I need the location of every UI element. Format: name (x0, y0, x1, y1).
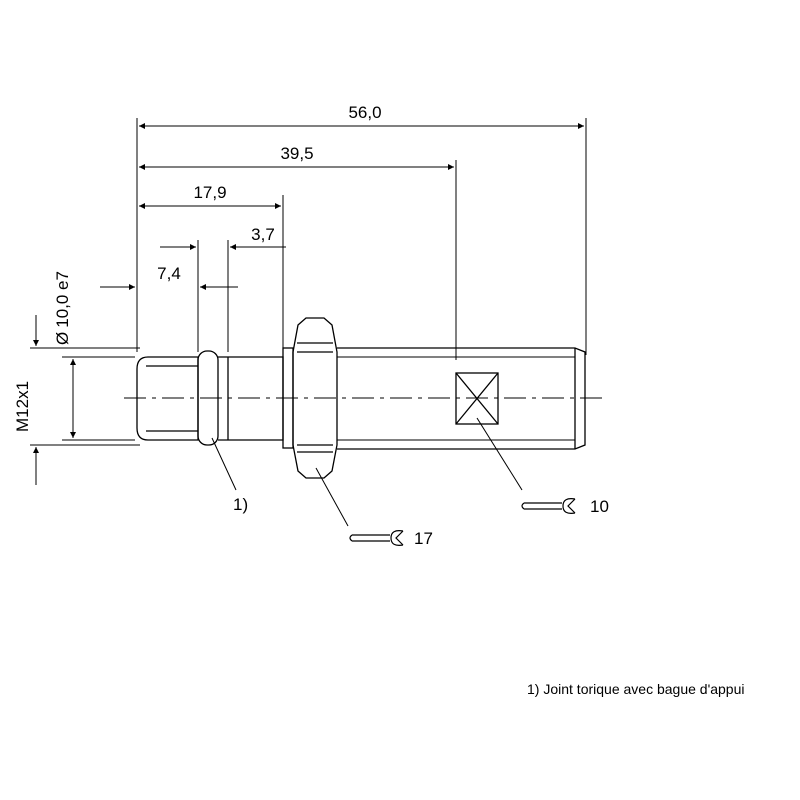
thread-label: M12x1 (13, 381, 32, 432)
sensor-body (136, 317, 586, 479)
dim-39-label: 39,5 (280, 144, 313, 163)
hex-nut (292, 317, 338, 479)
extension-lines (30, 118, 587, 446)
wrench-icon (349, 530, 404, 546)
svg-text:Ø10,0 e7: Ø10,0 e7 (53, 271, 72, 345)
dim-7-label: 7,4 (157, 264, 181, 283)
front-face (136, 356, 199, 441)
wrench-icon (521, 498, 576, 514)
dim-56-label: 56,0 (348, 103, 381, 122)
wrench-size-10: 10 (590, 497, 609, 516)
oring-callout: 1) (233, 495, 248, 514)
diameter-label: Ø10,0 e7 (53, 271, 72, 345)
dimension-lines (33, 123, 584, 485)
wrench-size-17: 17 (414, 529, 433, 548)
leader-lines (211, 417, 523, 527)
dim-17-label: 17,9 (193, 183, 226, 202)
footnote: 1) Joint torique avec bague d'appui (527, 681, 745, 697)
dim-3-label: 3,7 (251, 225, 275, 244)
svg-text:M12x1: M12x1 (13, 381, 32, 432)
